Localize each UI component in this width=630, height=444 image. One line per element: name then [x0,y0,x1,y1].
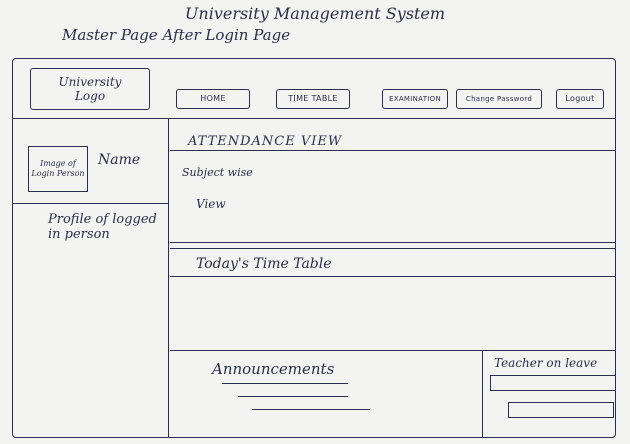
subject-wise-label: Subject wise [182,166,253,179]
user-name: Name [98,152,141,168]
announcements-leave-divider [482,350,483,438]
logo-line1: University [58,75,122,89]
nav-examination-tab[interactable]: EXAMINATION [382,89,448,109]
teacher-leave-entry[interactable] [490,375,616,391]
logo-line2: Logo [74,89,106,103]
attendance-divider [170,150,616,151]
timetable-divider [170,276,616,277]
sidebar-profile-divider [12,203,168,204]
university-logo[interactable]: University Logo [30,68,150,110]
timetable-top-divider [170,248,616,249]
sidebar-divider [168,118,169,438]
attendance-view-area: View [196,197,226,211]
nav-timetable-tab[interactable]: TIME TABLE [276,89,350,109]
user-avatar: Image of Login Person [28,146,88,192]
page-caption: Master Page After Login Page [62,26,291,44]
app-title: University Management System [184,4,446,23]
announcements-heading: Announcements [212,360,335,378]
header-divider [12,118,616,119]
teacher-leave-entry[interactable] [508,402,614,418]
attendance-bottom-divider [170,242,616,243]
bottom-section-divider [170,350,616,351]
todays-timetable-heading: Today's Time Table [196,256,332,272]
attendance-view-heading: ATTENDANCE VIEW [188,134,343,149]
announcement-item[interactable] [222,383,348,384]
nav-home-tab[interactable]: HOME [176,89,250,109]
logout-button[interactable]: Logout [556,89,604,109]
user-profile-section: Profile of logged in person [48,212,157,242]
change-password-button[interactable]: Change Password [456,89,542,109]
announcement-item[interactable] [252,409,370,410]
announcement-item[interactable] [238,396,348,397]
teacher-on-leave-heading: Teacher on leave [494,356,598,370]
